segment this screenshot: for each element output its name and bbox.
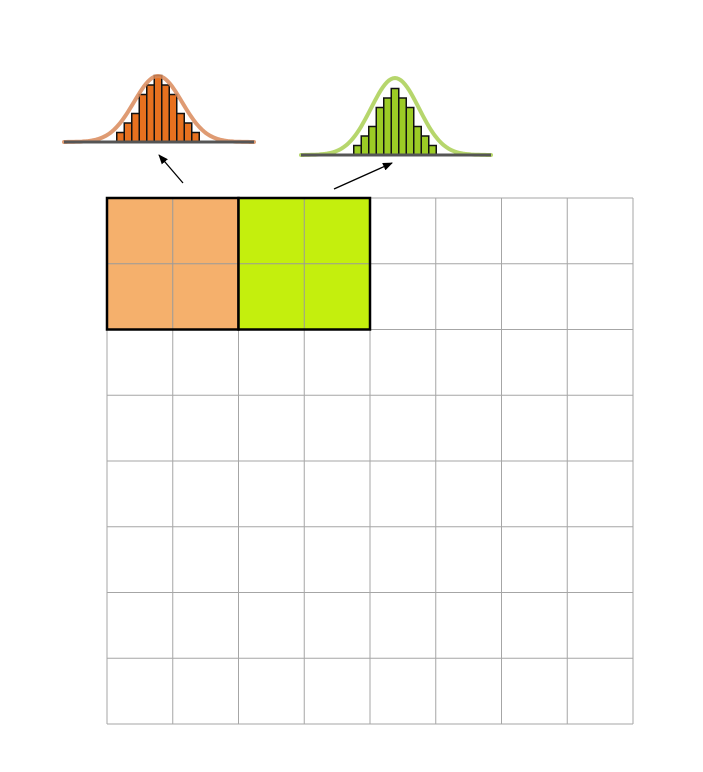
- arrow-to-green-histogram: [333, 162, 393, 190]
- histogram-bar: [153, 74, 163, 143]
- green-block: [237, 196, 372, 331]
- histogram-bar: [368, 125, 377, 156]
- histogram-bar: [131, 112, 140, 143]
- histogram-bar: [123, 122, 133, 143]
- histogram-bar: [183, 122, 193, 143]
- histogram-bar: [413, 125, 422, 156]
- histogram-bar: [383, 97, 392, 156]
- green-block-border: [237, 196, 372, 331]
- orange-histogram: [62, 73, 256, 144]
- histogram-bar: [398, 97, 407, 156]
- histograms: [62, 73, 493, 157]
- bell-curve: [62, 73, 256, 144]
- arrow-to-orange-histogram: [158, 154, 184, 184]
- histogram-bar: [176, 112, 185, 143]
- histogram-bar: [420, 135, 430, 156]
- histogram-bar: [138, 93, 148, 143]
- histogram-bar: [390, 87, 400, 156]
- arrows: [158, 154, 393, 190]
- histogram-bar: [405, 106, 415, 156]
- histogram-bar: [360, 135, 370, 156]
- orange-block: [105, 196, 240, 331]
- green-histogram: [299, 75, 493, 157]
- highlighted-blocks: [105, 196, 372, 331]
- bell-curve: [299, 75, 493, 157]
- histogram-bar: [375, 106, 385, 156]
- histogram-bar: [161, 84, 170, 143]
- histogram-bar: [168, 93, 178, 143]
- histogram-bar: [146, 84, 155, 143]
